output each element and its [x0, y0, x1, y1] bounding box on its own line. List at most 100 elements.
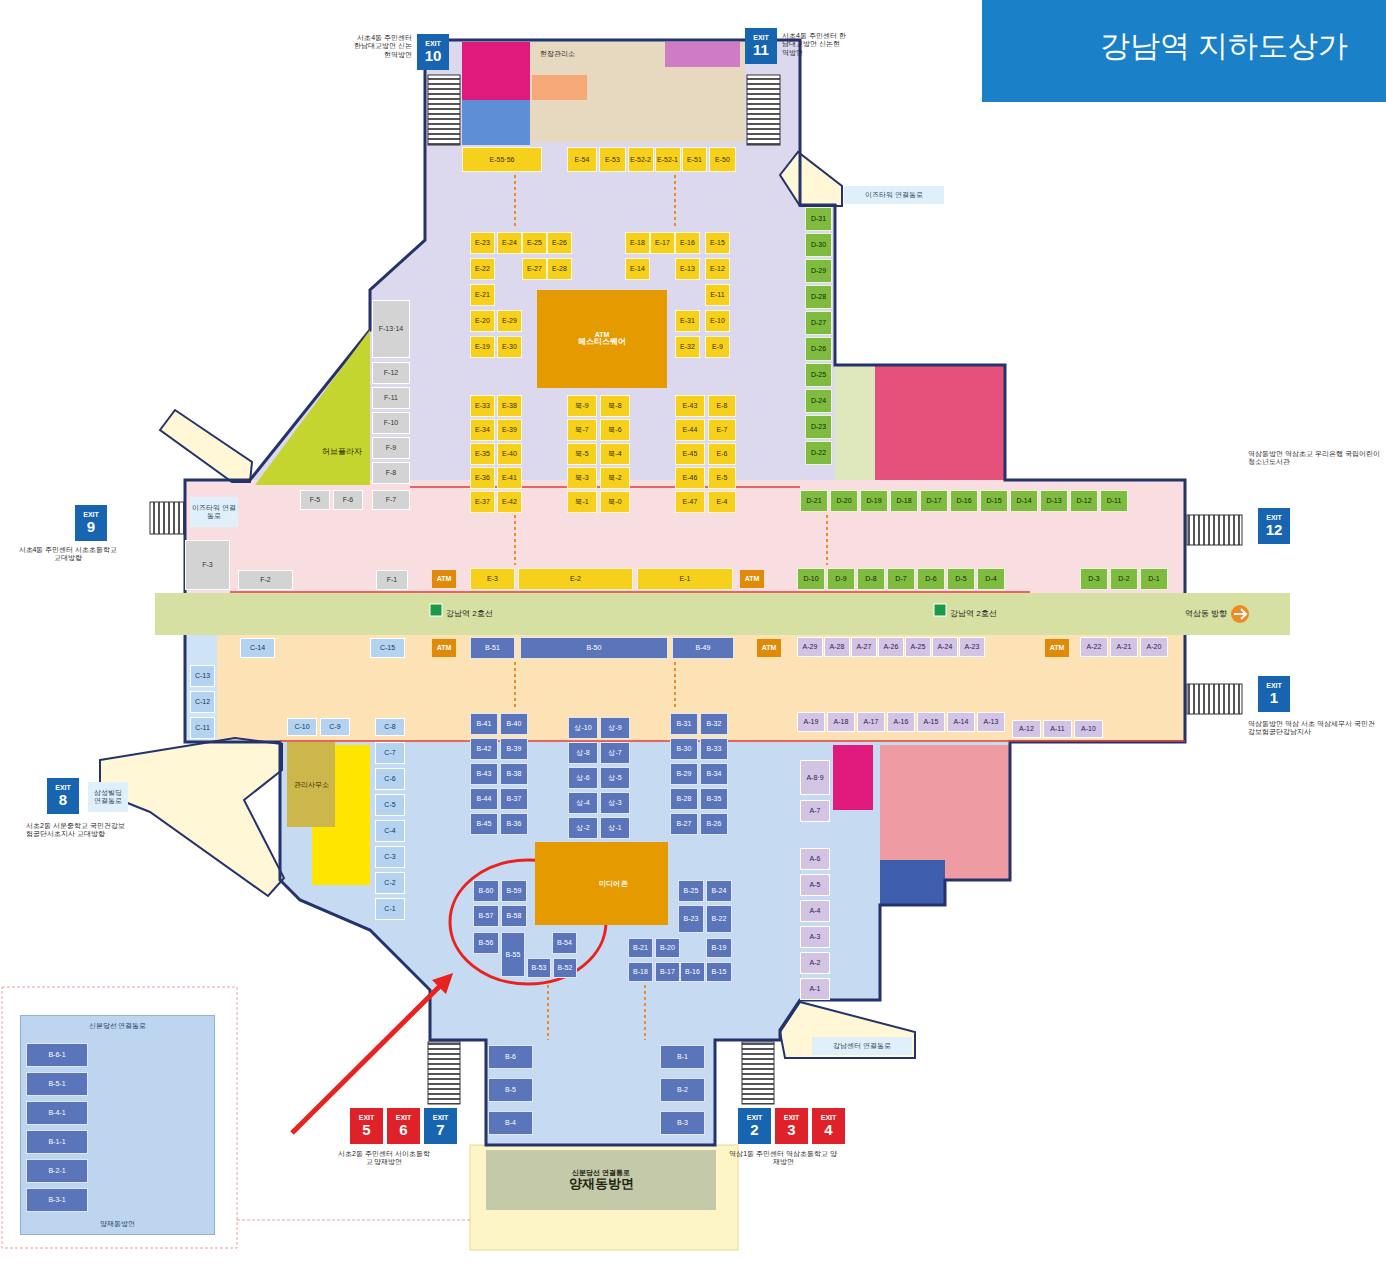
exit-sign-text: EXIT — [1266, 514, 1282, 522]
exit-sign-text: 10 — [425, 48, 442, 65]
shop-unit-text: C-10 — [294, 723, 309, 731]
shop-unit-text: E-36 — [475, 474, 490, 482]
shop-unit-text: E-15 — [710, 239, 725, 247]
shop-unit-text: B-45 — [477, 820, 492, 828]
shop-unit: E-35 — [470, 443, 495, 465]
exit-sign-text: EXIT — [425, 40, 441, 48]
shop-unit: B-50 — [520, 637, 668, 659]
shop-unit: E-39 — [497, 419, 522, 441]
shop-unit: D-5 — [947, 568, 975, 590]
shop-unit-text: E-40 — [502, 450, 517, 458]
shop-unit-text: D-18 — [896, 497, 911, 505]
shop-unit-text: E-53 — [605, 156, 620, 164]
shop-unit: B-49 — [672, 637, 734, 659]
shop-unit-text: C-6 — [384, 775, 395, 783]
inset-panel-text: 양재동방면 — [100, 1220, 135, 1228]
walkway-guide — [674, 175, 676, 228]
shop-unit: C-7 — [375, 742, 405, 764]
shop-unit: D-6 — [917, 568, 945, 590]
shop-unit: 북-2 — [600, 467, 630, 489]
exit-sign: EXIT5 — [350, 1108, 383, 1144]
shop-unit-text: E-51 — [687, 156, 702, 164]
shop-unit: E-52-1 — [655, 147, 681, 172]
shop-unit: 상-6 — [568, 767, 598, 789]
shop-unit: B-32 — [700, 713, 728, 735]
shop-unit-text: E-29 — [502, 317, 517, 325]
shop-unit: A-4 — [800, 900, 830, 922]
shop-unit-text: 상-10 — [574, 724, 591, 732]
shop-unit: A-24 — [932, 637, 958, 657]
shop-unit: E-6 — [708, 443, 736, 465]
shop-unit: B-39 — [500, 738, 528, 760]
shop-unit-text: F-6 — [343, 496, 354, 504]
shop-unit: B-2-1 — [26, 1159, 88, 1183]
shop-unit: C-5 — [375, 794, 405, 816]
walkway-guide — [674, 662, 676, 710]
shop-unit-text: B-57 — [479, 912, 494, 920]
shop-unit-text: D-22 — [811, 449, 826, 457]
shop-unit: E-51 — [682, 147, 707, 172]
shop-unit: A-8·9 — [800, 760, 830, 795]
shop-unit-text: D-17 — [926, 497, 941, 505]
passage-corridor — [160, 410, 252, 482]
shop-unit: E-40 — [497, 443, 522, 465]
shop-unit: A-29 — [797, 637, 823, 657]
shop-unit: C-1 — [375, 898, 405, 920]
shop-unit: A-1 — [800, 978, 830, 1000]
shop-unit-text: 북-7 — [575, 426, 588, 434]
shop-unit-text: E-6 — [717, 450, 728, 458]
shop-unit-text: D-20 — [836, 497, 851, 505]
exit-sign: EXIT1 — [1258, 676, 1290, 712]
shop-unit: B-43 — [470, 763, 498, 785]
shop-unit: B-26 — [700, 813, 728, 835]
shop-unit-text: E-37 — [475, 498, 490, 506]
shop-unit-text: D-30 — [811, 241, 826, 249]
shop-unit-text: E-38 — [502, 402, 517, 410]
shop-unit: 상-4 — [568, 792, 598, 814]
shop-unit: F-9 — [372, 437, 410, 459]
shop-unit-text: E-11 — [710, 291, 724, 299]
shop-unit: C-12 — [190, 691, 215, 713]
shop-unit: C-10 — [287, 718, 317, 736]
shop-unit-text: A-17 — [864, 718, 879, 726]
shop-unit-text: E-19 — [475, 343, 490, 351]
shop-unit-text: F-9 — [386, 444, 397, 452]
shop-unit: B-54 — [552, 932, 577, 954]
shop-unit-text: A-1 — [810, 985, 821, 993]
shop-unit: A-3 — [800, 926, 830, 948]
shop-unit: F-12 — [372, 362, 410, 384]
shop-unit: C-2 — [375, 872, 405, 894]
shop-unit-text: B-2-1 — [48, 1167, 65, 1175]
shop-unit-text: B-52 — [558, 964, 573, 972]
shop-unit: D-29 — [805, 259, 832, 283]
shop-unit: D-13 — [1040, 490, 1068, 512]
exit-sign-text: 3 — [787, 1122, 795, 1139]
shop-unit-text: E-34 — [475, 426, 490, 434]
shop-unit: C-6 — [375, 768, 405, 790]
atm-box: ATM — [757, 639, 781, 657]
stairs — [747, 75, 780, 145]
shop-unit-text: C-7 — [384, 749, 395, 757]
shop-unit-text: 상-8 — [576, 749, 589, 757]
shop-unit-text: D-5 — [955, 575, 966, 583]
shop-unit-text: 상-2 — [576, 824, 589, 832]
exit-sign-text: EXIT — [396, 1114, 412, 1122]
shop-unit-text: E-55·56 — [490, 156, 515, 164]
walkway-guide — [514, 175, 516, 228]
plaza-area: ATM헤스티스퀘어 — [537, 290, 667, 388]
exit-sign: EXIT3 — [775, 1108, 808, 1144]
exit-sign-text: 1 — [1270, 690, 1278, 707]
shop-unit-text: F-2 — [260, 576, 271, 584]
shop-unit: E-22 — [470, 258, 495, 280]
shop-unit: 상-2 — [568, 817, 598, 839]
store-area — [875, 365, 1005, 480]
shop-unit-text: B-51 — [485, 644, 500, 652]
exit-sign: EXIT12 — [1258, 508, 1290, 544]
walkway-guide — [644, 985, 646, 1040]
shop-unit-text: D-23 — [811, 423, 826, 431]
exit-sign-text: 6 — [399, 1122, 407, 1139]
shop-unit: D-14 — [1010, 490, 1038, 512]
shop-unit: A-13 — [977, 712, 1005, 732]
shop-unit-text: B-15 — [712, 968, 727, 976]
line-icon — [430, 604, 442, 616]
